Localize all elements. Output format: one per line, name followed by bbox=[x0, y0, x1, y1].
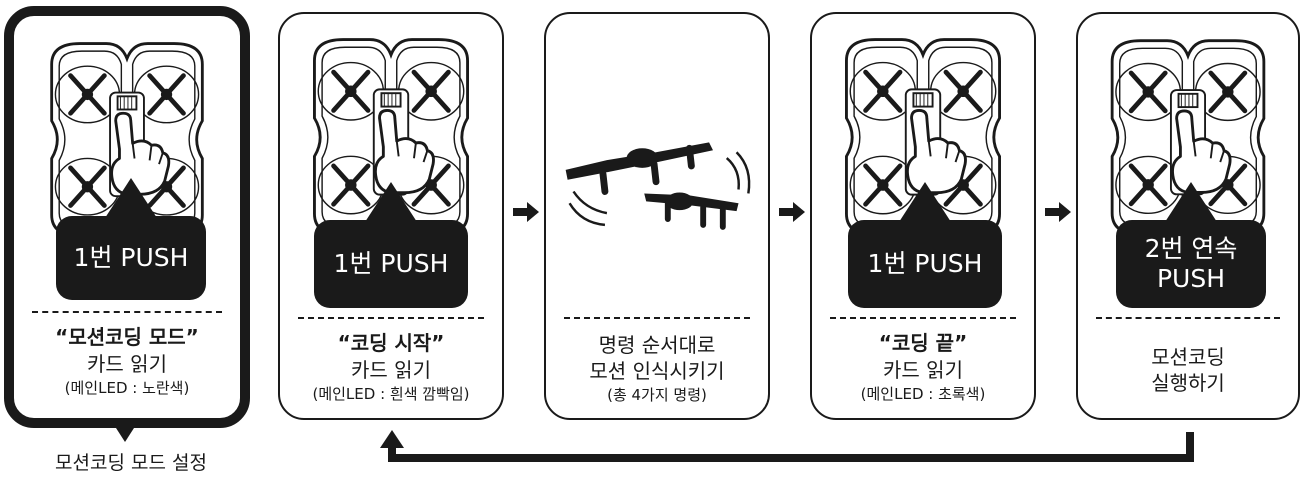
card-action: 카드 읽기 bbox=[87, 352, 167, 376]
divider bbox=[32, 311, 222, 313]
arrow-right-icon bbox=[1045, 202, 1071, 222]
divider bbox=[564, 317, 750, 319]
card-title: “코딩 시작” bbox=[337, 331, 445, 355]
led-note: (메인LED : 흰색 깜빡임) bbox=[312, 385, 470, 403]
flying-drones-icon bbox=[565, 142, 751, 230]
mode-setting-caption: 모션코딩 모드 설정 bbox=[55, 452, 207, 474]
arrow-up-icon bbox=[380, 430, 404, 448]
arrow-right-icon bbox=[779, 202, 805, 222]
push-label: 1번 PUSH bbox=[73, 243, 189, 272]
instruction-line-2: 모션 인식시키기 bbox=[589, 359, 725, 383]
push-badge: 1번 PUSH bbox=[56, 178, 206, 300]
card-action: 카드 읽기 bbox=[351, 358, 431, 382]
push-badge: 1번 PUSH bbox=[314, 182, 468, 308]
divider bbox=[830, 317, 1016, 319]
divider bbox=[298, 317, 484, 319]
chevron-down-icon bbox=[116, 428, 134, 442]
step-card-motion-mode: 1번 PUSH “모션코딩 모드” 카드 읽기 (메인LED : 노란색) bbox=[4, 6, 250, 428]
step-card-coding-start: 1번 PUSH “코딩 시작” 카드 읽기 (메인LED : 흰색 깜빡임) bbox=[278, 12, 504, 420]
push-label: 1번 PUSH bbox=[867, 249, 983, 278]
push-label: 1번 PUSH bbox=[333, 249, 449, 278]
arrow-right-icon bbox=[513, 202, 539, 222]
step-card-coding-end: 1번 PUSH “코딩 끝” 카드 읽기 (메인LED : 초록색) bbox=[810, 12, 1036, 420]
instruction-line-1: 명령 순서대로 bbox=[598, 333, 716, 357]
card-title: “코딩 끝” bbox=[878, 331, 968, 355]
step-card-motion-input: 명령 순서대로 모션 인식시키기 (총 4가지 명령) bbox=[544, 12, 770, 420]
command-count-note: (총 4가지 명령) bbox=[607, 386, 707, 404]
push-label-line-1: 2번 연속 bbox=[1144, 234, 1238, 263]
card-action: 카드 읽기 bbox=[883, 358, 963, 382]
step-card-run: 2번 연속 PUSH 모션코딩 실행하기 bbox=[1076, 12, 1300, 420]
led-note: (메인LED : 초록색) bbox=[860, 385, 986, 403]
instruction-line-1: 모션코딩 bbox=[1151, 345, 1225, 369]
push-badge: 2번 연속 PUSH bbox=[1116, 182, 1266, 308]
push-label-line-2: PUSH bbox=[1156, 264, 1226, 293]
instruction-line-2: 실행하기 bbox=[1151, 371, 1225, 395]
card-title: “모션코딩 모드” bbox=[55, 325, 199, 349]
divider bbox=[1096, 317, 1280, 319]
led-note: (메인LED : 노란색) bbox=[64, 379, 190, 397]
push-badge: 1번 PUSH bbox=[848, 182, 1002, 308]
